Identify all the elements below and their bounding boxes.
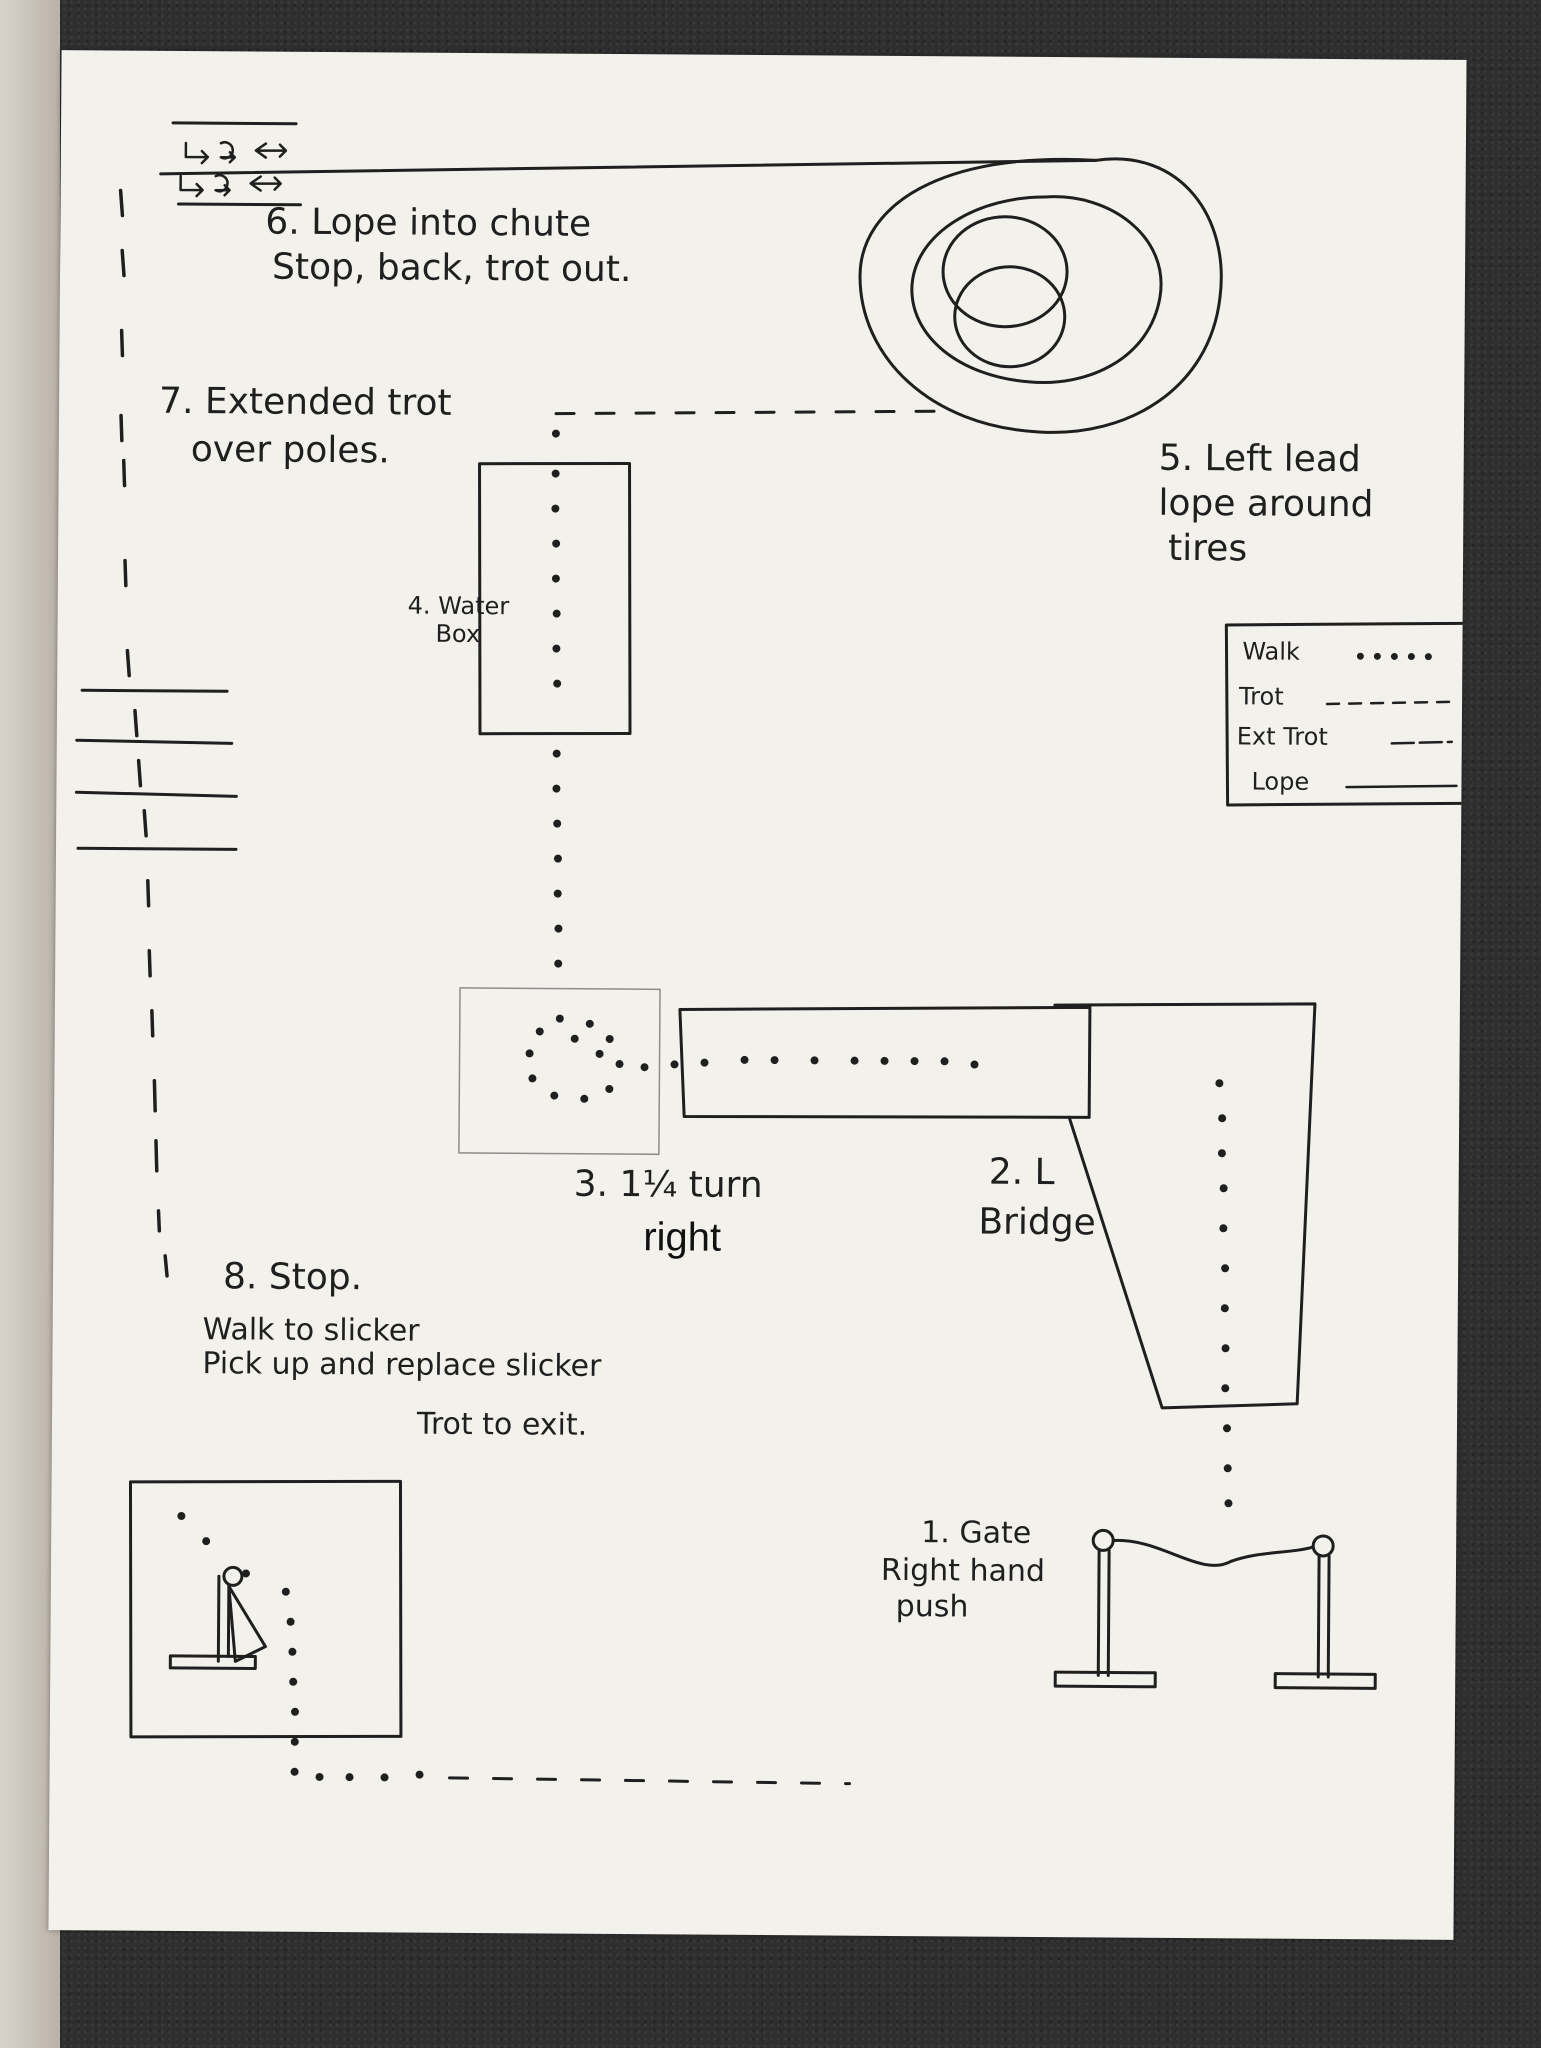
step-1-detail-2: push xyxy=(895,1588,969,1625)
step-3-label: 3. 1¼ turn xyxy=(573,1163,763,1207)
walk-path-bridge-to-turn xyxy=(640,1055,979,1072)
legend-trot-sample xyxy=(1325,700,1454,706)
slicker-box xyxy=(128,1479,403,1739)
chute-line-top xyxy=(171,121,298,126)
trot-path-tires-to-waterbox xyxy=(554,409,941,416)
walk-path-turn-circle xyxy=(525,1014,624,1103)
step-1-label: 1. Gate xyxy=(921,1515,1032,1551)
chute-line-bottom xyxy=(177,202,303,207)
step-3-detail: right xyxy=(643,1215,722,1260)
walk-path-slicker xyxy=(177,1511,424,1782)
step-5-detail-1: lope around xyxy=(1158,482,1374,526)
trot-path-exit xyxy=(448,1776,851,1786)
course-diagram-paper: 6. Lope into chute Stop, back, trot out.… xyxy=(48,50,1467,1940)
step-5-label: 5. Left lead xyxy=(1158,437,1361,481)
step-8-detail-3: Trot to exit. xyxy=(416,1406,588,1443)
walk-path-gate-to-bridge xyxy=(1215,1079,1233,1508)
turn-box xyxy=(458,987,661,1156)
step-2-label: 2. L xyxy=(988,1151,1055,1194)
step-5-detail-2: tires xyxy=(1167,527,1248,570)
lope-loop-inner xyxy=(910,195,1163,385)
bridge-vertical xyxy=(1053,1002,1317,1410)
step-8-detail-2: Pick up and replace slicker xyxy=(202,1346,602,1384)
course-diagram xyxy=(74,121,1467,1786)
step-7-detail: over poles. xyxy=(190,429,390,472)
gate-icon xyxy=(1053,1528,1377,1690)
bridge-horizontal xyxy=(678,1005,1092,1119)
step-1-detail-1: Right hand xyxy=(880,1552,1046,1590)
step-8-detail-1: Walk to slicker xyxy=(202,1312,420,1349)
lope-loop-outer xyxy=(858,157,1223,434)
legend-ext-trot-sample xyxy=(1390,740,1454,745)
water-box xyxy=(478,461,632,736)
step-4-detail: Box xyxy=(435,619,481,649)
step-4-label: 4. Water xyxy=(407,591,510,621)
legend-walk-label: Walk xyxy=(1242,637,1300,666)
legend-walk-sample xyxy=(1356,652,1432,661)
extended-trot-path xyxy=(118,188,169,1278)
step-8-label: 8. Stop. xyxy=(222,1256,363,1299)
tires-icon xyxy=(941,215,1069,369)
slicker-stand-icon xyxy=(168,1565,267,1671)
step-6-label: 6. Lope into chute xyxy=(265,201,592,245)
legend-box xyxy=(1224,621,1467,807)
walk-path-waterbox-to-turn xyxy=(551,429,563,968)
chute-line-middle xyxy=(159,158,1098,176)
chute-arrows-icon xyxy=(179,141,288,198)
step-2-detail: Bridge xyxy=(978,1201,1096,1244)
legend-lope-label: Lope xyxy=(1251,767,1310,796)
step-6-detail: Stop, back, trot out. xyxy=(271,246,632,291)
legend-trot-label: Trot xyxy=(1238,682,1284,711)
legend-ext-trot-label: Ext Trot xyxy=(1236,722,1328,751)
poles-icon xyxy=(74,688,238,851)
legend-lope-sample xyxy=(1345,784,1458,789)
step-7-label: 7. Extended trot xyxy=(158,380,452,424)
